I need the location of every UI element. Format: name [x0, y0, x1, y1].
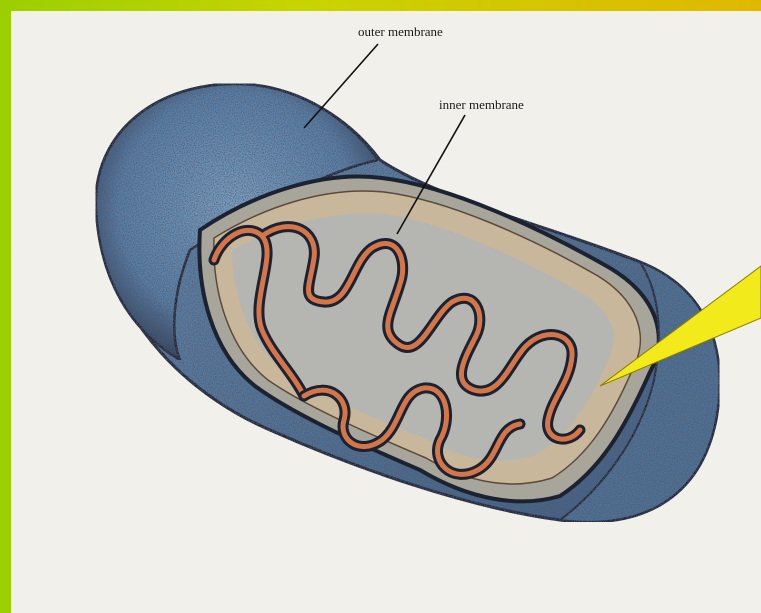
outer-membrane-leader	[304, 44, 378, 128]
inner-membrane-label: inner membrane	[439, 97, 524, 112]
outer-membrane-label: outer membrane	[358, 24, 443, 39]
